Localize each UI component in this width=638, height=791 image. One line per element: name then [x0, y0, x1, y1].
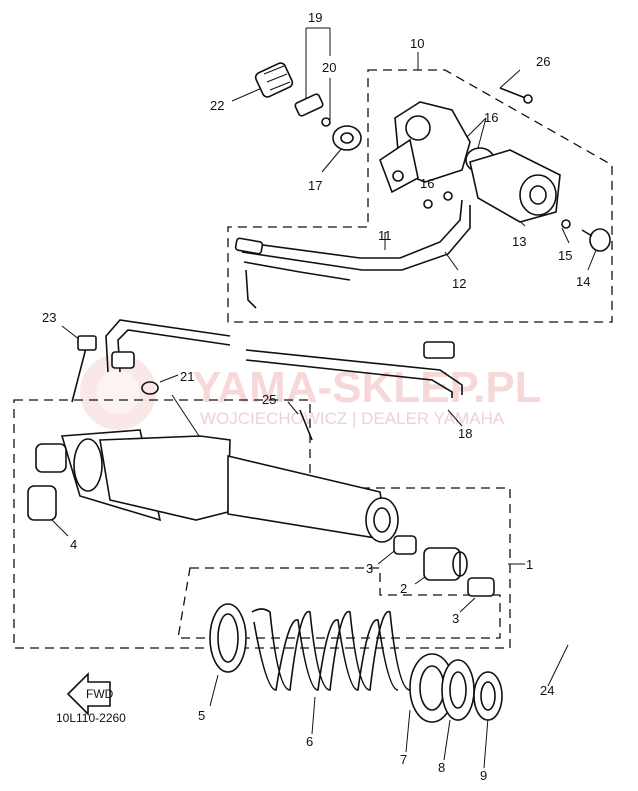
part-25-pin — [299, 409, 313, 441]
part-24-shaft — [525, 615, 611, 665]
callout-6: 6 — [306, 734, 313, 749]
callout-7: 7 — [400, 752, 407, 767]
part-4-collar — [27, 485, 57, 521]
callout-15: 15 — [558, 248, 572, 263]
callout-5: 5 — [198, 708, 205, 723]
callout-1: 1 — [526, 557, 533, 572]
part-9-locknut — [473, 671, 503, 721]
callout-3b: 3 — [452, 611, 459, 626]
fwd-arrow-icon: FWD — [66, 672, 114, 716]
callout-4: 4 — [70, 537, 77, 552]
part-10-reservoir-body — [379, 101, 471, 194]
callout-2: 2 — [400, 581, 407, 596]
watermark-dealer: WOJCIECHOWICZ | DEALER YAMAHA — [200, 409, 505, 428]
diagram-code: 10L110-2260 — [56, 711, 126, 725]
callout-9: 9 — [480, 768, 487, 783]
part-2-bushing — [423, 547, 468, 581]
callout-8: 8 — [438, 760, 445, 775]
callout-23: 23 — [42, 310, 56, 325]
part-26-bolt — [499, 87, 533, 104]
callout-3a: 3 — [366, 561, 373, 576]
callout-24: 24 — [540, 683, 554, 698]
part-8-adjuster-ring — [441, 659, 475, 721]
part-13-adjuster — [469, 149, 561, 223]
part-3-collar — [393, 535, 495, 597]
callout-labels: 1 2 3 3 4 5 6 7 8 9 10 11 12 13 14 15 16… — [42, 10, 590, 783]
part-23-bolt — [71, 335, 97, 403]
part-18-hose — [105, 319, 463, 398]
watermark-brand: YAMA-SKLEP.PL — [192, 363, 542, 412]
part-15-washer — [561, 219, 571, 229]
group-outline-10 — [227, 69, 613, 323]
part-1-shock-absorber — [35, 429, 399, 543]
part-22-knob — [254, 62, 294, 98]
part-12-hose-fitting — [234, 237, 264, 255]
callout-11: 11 — [378, 228, 392, 243]
fwd-label: FWD — [86, 687, 114, 701]
callout-20: 20 — [322, 60, 336, 75]
part-14-cap — [581, 228, 611, 252]
part-21-oring — [141, 381, 159, 395]
callout-19: 19 — [308, 10, 322, 25]
callout-16a: 16 — [484, 110, 498, 125]
callout-16b: 16 — [420, 176, 434, 191]
callout-18: 18 — [458, 426, 472, 441]
callout-10: 10 — [410, 36, 424, 51]
part-11-hoses — [239, 199, 471, 309]
watermark: YAMA-SKLEP.PL WOJCIECHOWICZ | DEALER YAM… — [80, 354, 542, 430]
callout-26: 26 — [536, 54, 550, 69]
callout-12: 12 — [452, 276, 466, 291]
part-5-spring-seat — [209, 603, 247, 673]
callout-25: 25 — [262, 392, 276, 407]
part-17-bushing — [332, 125, 362, 151]
callout-13: 13 — [512, 234, 526, 249]
callout-14: 14 — [576, 274, 590, 289]
callout-21: 21 — [180, 369, 194, 384]
part-19-fitting — [294, 93, 331, 127]
part-6-spring — [251, 608, 411, 691]
group-outline-3-set — [177, 567, 501, 639]
callout-17: 17 — [308, 178, 322, 193]
callout-22: 22 — [210, 98, 224, 113]
